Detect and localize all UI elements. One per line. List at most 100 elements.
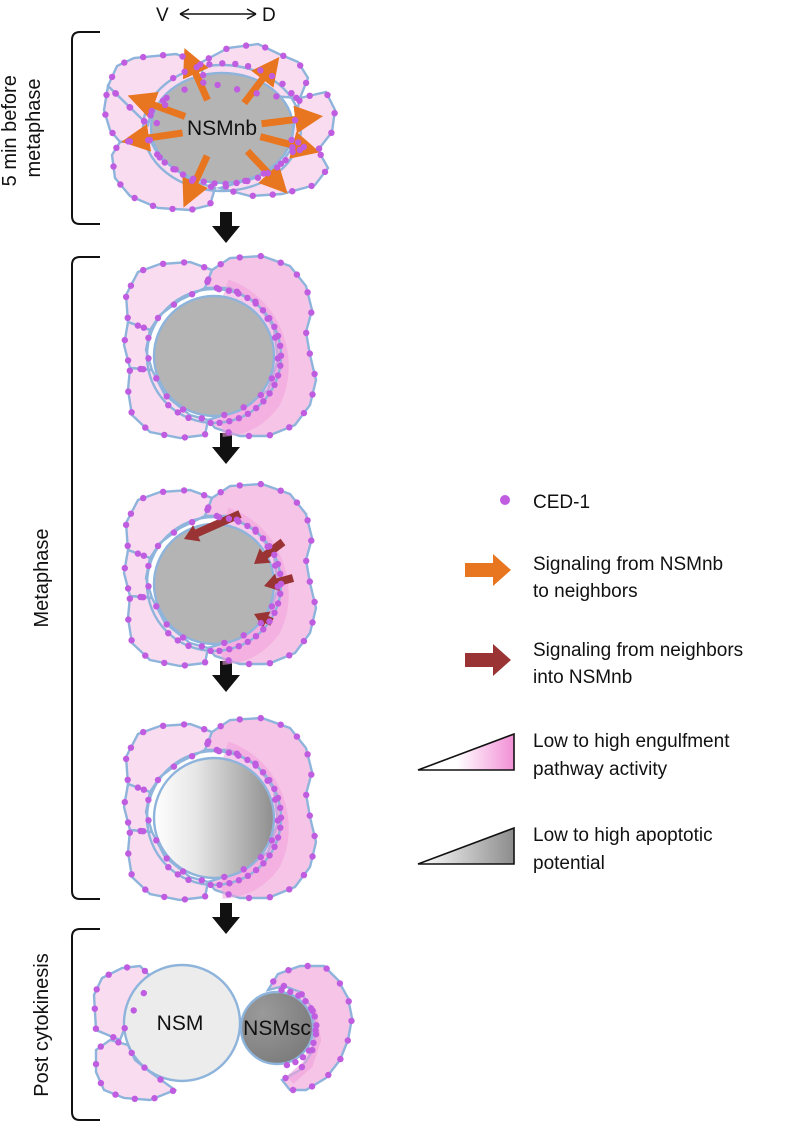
ced1-dot [293,271,301,278]
ced1-dot [304,962,311,970]
gray-gradient-wedge-icon [417,826,515,865]
ced1-dot [277,804,284,811]
ced1-dot [146,136,154,144]
ced1-dot [124,314,131,321]
legend-label: Low to high apoptotic [533,825,713,846]
ced1-dot [174,637,181,644]
ced1-dot [233,179,240,187]
ced1-dot [236,254,243,261]
stage-bracket-post-cytokinesis: Post cytokinesis [31,928,100,1121]
ced1-dot [287,988,294,995]
ced1-dot [207,647,214,655]
ced1-dot [257,67,264,74]
ced1-dot [297,62,304,69]
ced1-dot [300,409,308,417]
ced1-dot [185,876,192,883]
ced1-dot [134,322,142,329]
ced1-dot [145,796,152,804]
ced1-dot [169,1087,177,1095]
ced1-dot [306,812,313,819]
ced1-dot [302,998,309,1005]
ced1-dot [244,522,251,530]
ced1-dot [286,652,293,659]
ced1-dot [271,785,278,792]
ced1-dot [126,829,133,836]
ced1-dot [127,282,135,289]
ced1-dot [262,44,269,51]
ced1-dot [288,136,295,144]
ced1-dot [163,855,170,862]
axis-label-v: V [156,5,169,26]
ced1-dot [180,721,188,728]
ced1-dot [277,352,285,359]
ced1-dot [159,488,167,495]
axis-arrowheads [179,8,257,20]
ced1-dot [266,776,273,784]
legend: CED-1 Signaling from NSMnb to neighbors … [417,492,743,874]
ced1-dot [348,1017,355,1025]
stage-label-post-cytokinesis: Post cytokinesis [31,953,53,1096]
ced1-dot [223,45,230,52]
ced1-dot [117,181,124,188]
transition-arrow [212,661,240,692]
ced1-dot [226,880,233,887]
ced1-dot [292,1058,299,1066]
ced1-dot [260,860,267,867]
ced1-dot [236,716,243,723]
ced1-dot [153,837,160,844]
ced1-dot [159,52,167,59]
ced1-dot [93,986,100,993]
ced1-dot [130,1007,137,1014]
ced1-dot [295,992,302,999]
orange-signal-arrow [244,148,288,194]
ced1-dot [126,104,134,111]
ced1-dot [233,86,241,93]
ced1-dot [102,111,109,118]
ced1-dot [201,659,209,666]
ced1-dot [235,290,242,297]
ced1-dot [306,578,313,585]
ced1-dot [257,391,264,399]
ced1-dot [200,79,207,86]
ced1-dot [235,877,243,884]
ced1-dot [240,866,247,873]
ced1-dot [308,1083,316,1090]
legend-label: Low to high engulfment [533,731,730,752]
ced1-dot [317,151,324,158]
ced1-dot [124,776,131,783]
ced1-dot [169,205,176,213]
ced1-dot [147,112,154,119]
ced1-dot [140,728,147,736]
ced1-dot [140,552,147,559]
ced1-dot [216,881,223,888]
ced1-dot [337,1055,344,1063]
ced1-dot [205,504,212,511]
ced1-dot [200,71,207,79]
ced1-dots [121,252,318,441]
ced1-dot [198,415,205,422]
ced1-dot [304,289,311,296]
ced1-dot [254,174,262,181]
ced1-dot [207,200,214,207]
cluster-post-cytokinesis: NSM NSMsc [91,962,355,1103]
ced1-dot [161,101,169,109]
ced1-dot [230,188,237,195]
legend-label: to neighbors [533,581,638,602]
ced1-dot [312,1031,320,1038]
ced1-dot [310,1039,317,1047]
ced1-dot [170,763,178,770]
ced1-dot [271,843,278,850]
ced1-dot [271,609,278,616]
legend-label: into NSMnb [533,667,632,688]
ced1-dot [145,583,152,590]
ced1-dot [311,370,318,378]
purple-dot-icon [500,495,510,505]
ced1-dot [198,643,205,650]
ced1-dot [311,832,318,840]
stage-label-line: 5 min before [0,75,21,186]
ced1-dot [244,410,252,417]
ced1-dot [225,429,232,436]
ced1-dot [123,964,131,971]
ced1-dot [226,646,233,653]
orange-signal-arrow [241,56,280,106]
